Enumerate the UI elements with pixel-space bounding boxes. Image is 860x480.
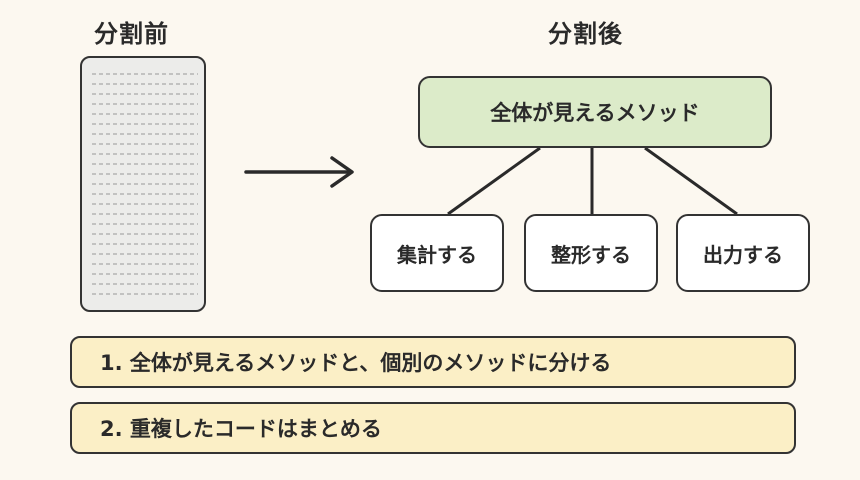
sub-method-aggregate: 集計する: [370, 214, 504, 292]
sub-method-format: 整形する: [524, 214, 658, 292]
connector-line: [644, 146, 738, 216]
top-method-box: 全体が見えるメソッド: [418, 76, 772, 148]
long-code-document: [80, 56, 206, 312]
sub-method-output: 出力する: [676, 214, 810, 292]
connector-line: [447, 146, 541, 216]
before-title: 分割前: [94, 20, 169, 48]
code-lines-icon: [92, 73, 198, 295]
note-1: 1. 全体が見えるメソッドと、個別のメソッドに分ける: [70, 336, 796, 388]
note-2: 2. 重複したコードはまとめる: [70, 402, 796, 454]
after-title: 分割後: [548, 20, 623, 48]
right-arrow-icon: [244, 156, 354, 188]
